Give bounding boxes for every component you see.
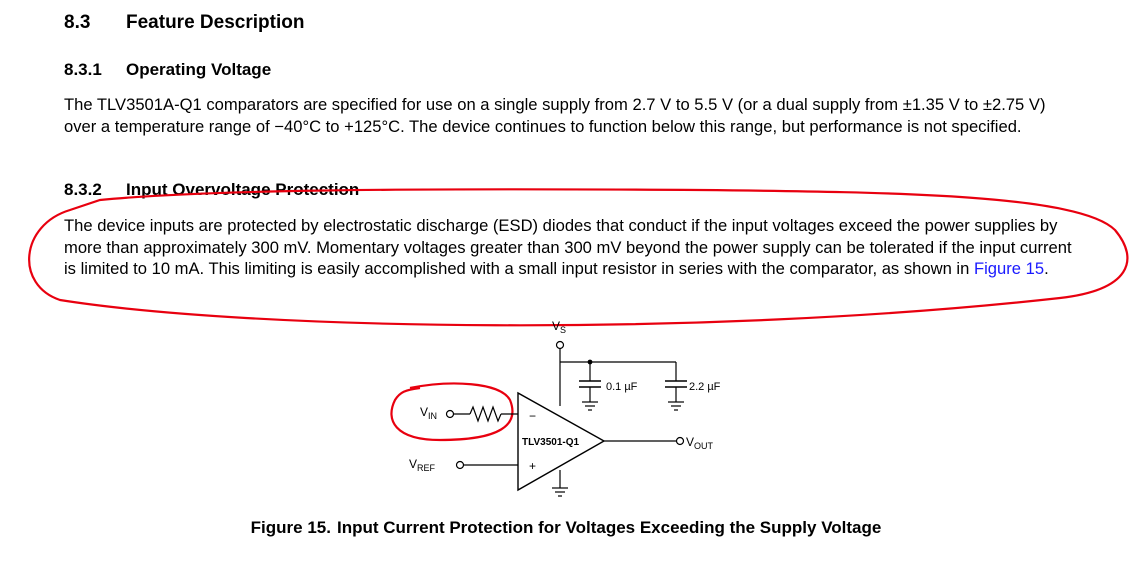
annotation-circle bbox=[390, 382, 514, 442]
vout-terminal bbox=[675, 436, 685, 446]
subsection-heading-operating-voltage: 8.3.1 Operating Voltage bbox=[64, 60, 271, 80]
operating-voltage-paragraph: The TLV3501A-Q1 comparators are specifie… bbox=[64, 95, 1046, 136]
paragraph-end: . bbox=[1044, 259, 1049, 278]
vs-terminal bbox=[555, 340, 565, 350]
annotation-ellipse bbox=[28, 188, 1129, 327]
input-resistor bbox=[469, 405, 502, 423]
vout-label: VOUT bbox=[686, 435, 714, 451]
figure-label: Figure 15. bbox=[250, 518, 331, 537]
vin-label: VIN bbox=[420, 405, 437, 421]
minus-sign: − bbox=[529, 409, 536, 423]
subsection-number: 8.3.1 bbox=[64, 60, 102, 79]
figure-title: Input Current Protection for Voltages Ex… bbox=[336, 518, 882, 537]
comparator-triangle bbox=[517, 391, 606, 492]
vref-terminal bbox=[455, 460, 465, 470]
section-title: Feature Description bbox=[126, 12, 305, 33]
vref-label: VREF bbox=[409, 457, 436, 473]
figure-15-link[interactable]: Figure 15 bbox=[973, 259, 1045, 278]
section-number: 8.3 bbox=[64, 12, 91, 33]
overvoltage-paragraph: The device inputs are protected by elect… bbox=[64, 215, 1074, 280]
vs-label: VS bbox=[552, 319, 566, 335]
section-heading: 8.3 Feature Description bbox=[64, 12, 304, 34]
overvoltage-text: The device inputs are protected by elect… bbox=[64, 216, 1072, 278]
figure-caption: Figure 15. Input Current Protection for V… bbox=[0, 518, 1132, 538]
cap2-label: 2.2 µF bbox=[689, 381, 721, 393]
subsection-number: 8.3.2 bbox=[64, 180, 102, 199]
subsection-title: Operating Voltage bbox=[126, 60, 272, 79]
cap1-label: 0.1 µF bbox=[606, 381, 638, 393]
plus-sign: + bbox=[529, 459, 536, 473]
vin-terminal bbox=[445, 409, 455, 419]
device-label: TLV3501-Q1 bbox=[522, 437, 579, 448]
